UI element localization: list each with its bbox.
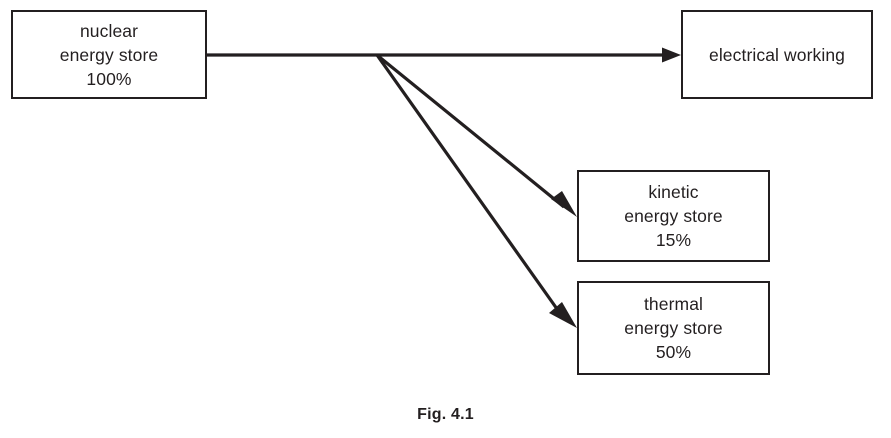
arrow-nuclear-to-thermal bbox=[375, 54, 577, 328]
thermal-box-line-2: energy store bbox=[624, 318, 723, 338]
figure-caption: Fig. 4.1 bbox=[417, 406, 474, 423]
thermal-box-percentage: 50% bbox=[655, 342, 692, 362]
kinetic-box-line-1: kinetic bbox=[648, 182, 699, 202]
nuclear-energy-store-box: nuclear energy store 100% bbox=[11, 10, 207, 99]
kinetic-box-percentage: 15% bbox=[655, 230, 692, 250]
electrical-box-line-1: electrical working bbox=[708, 44, 845, 65]
arrow-head-kinetic bbox=[551, 191, 577, 217]
nuclear-box-line-1: nuclear bbox=[79, 20, 139, 41]
arrow-shaft-thermal bbox=[375, 54, 564, 317]
kinetic-box-line-2: energy store bbox=[624, 206, 723, 226]
arrow-head-electrical bbox=[662, 47, 681, 63]
arrow-head-thermal bbox=[549, 302, 577, 328]
thermal-energy-store-box: thermal energy store 50% bbox=[577, 281, 770, 375]
electrical-working-box: electrical working bbox=[681, 10, 873, 99]
thermal-box-line-1: thermal bbox=[643, 294, 704, 314]
arrow-shaft-kinetic bbox=[375, 53, 566, 209]
nuclear-box-percentage: 100% bbox=[86, 68, 132, 89]
nuclear-box-line-2: energy store bbox=[59, 44, 159, 65]
arrow-nuclear-to-kinetic bbox=[375, 53, 577, 217]
kinetic-energy-store-box: kinetic energy store 15% bbox=[577, 170, 770, 262]
arrow-nuclear-to-electrical bbox=[207, 47, 681, 63]
